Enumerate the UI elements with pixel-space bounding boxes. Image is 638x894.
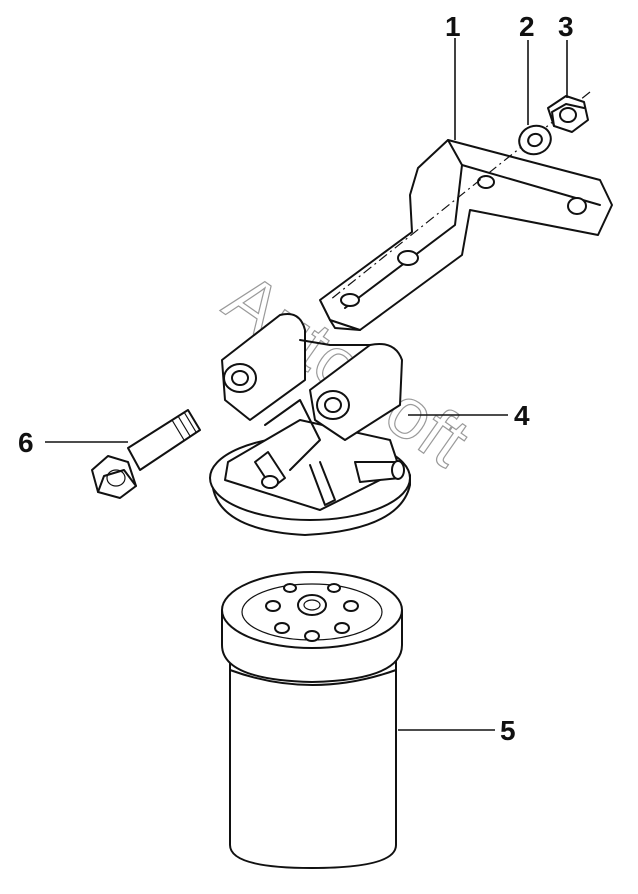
hex-nut [547, 95, 589, 133]
callout-4: 4 [514, 400, 530, 431]
washer [518, 124, 552, 156]
callout-6: 6 [18, 427, 34, 458]
callout-3: 3 [558, 11, 574, 42]
callout-5: 5 [500, 715, 516, 746]
filter-cartridge [221, 571, 403, 869]
callout-2: 2 [519, 11, 535, 42]
callout-1: 1 [445, 11, 461, 42]
hex-bolt [91, 409, 201, 499]
mounting-bracket [319, 91, 613, 331]
filter-head [209, 313, 411, 536]
